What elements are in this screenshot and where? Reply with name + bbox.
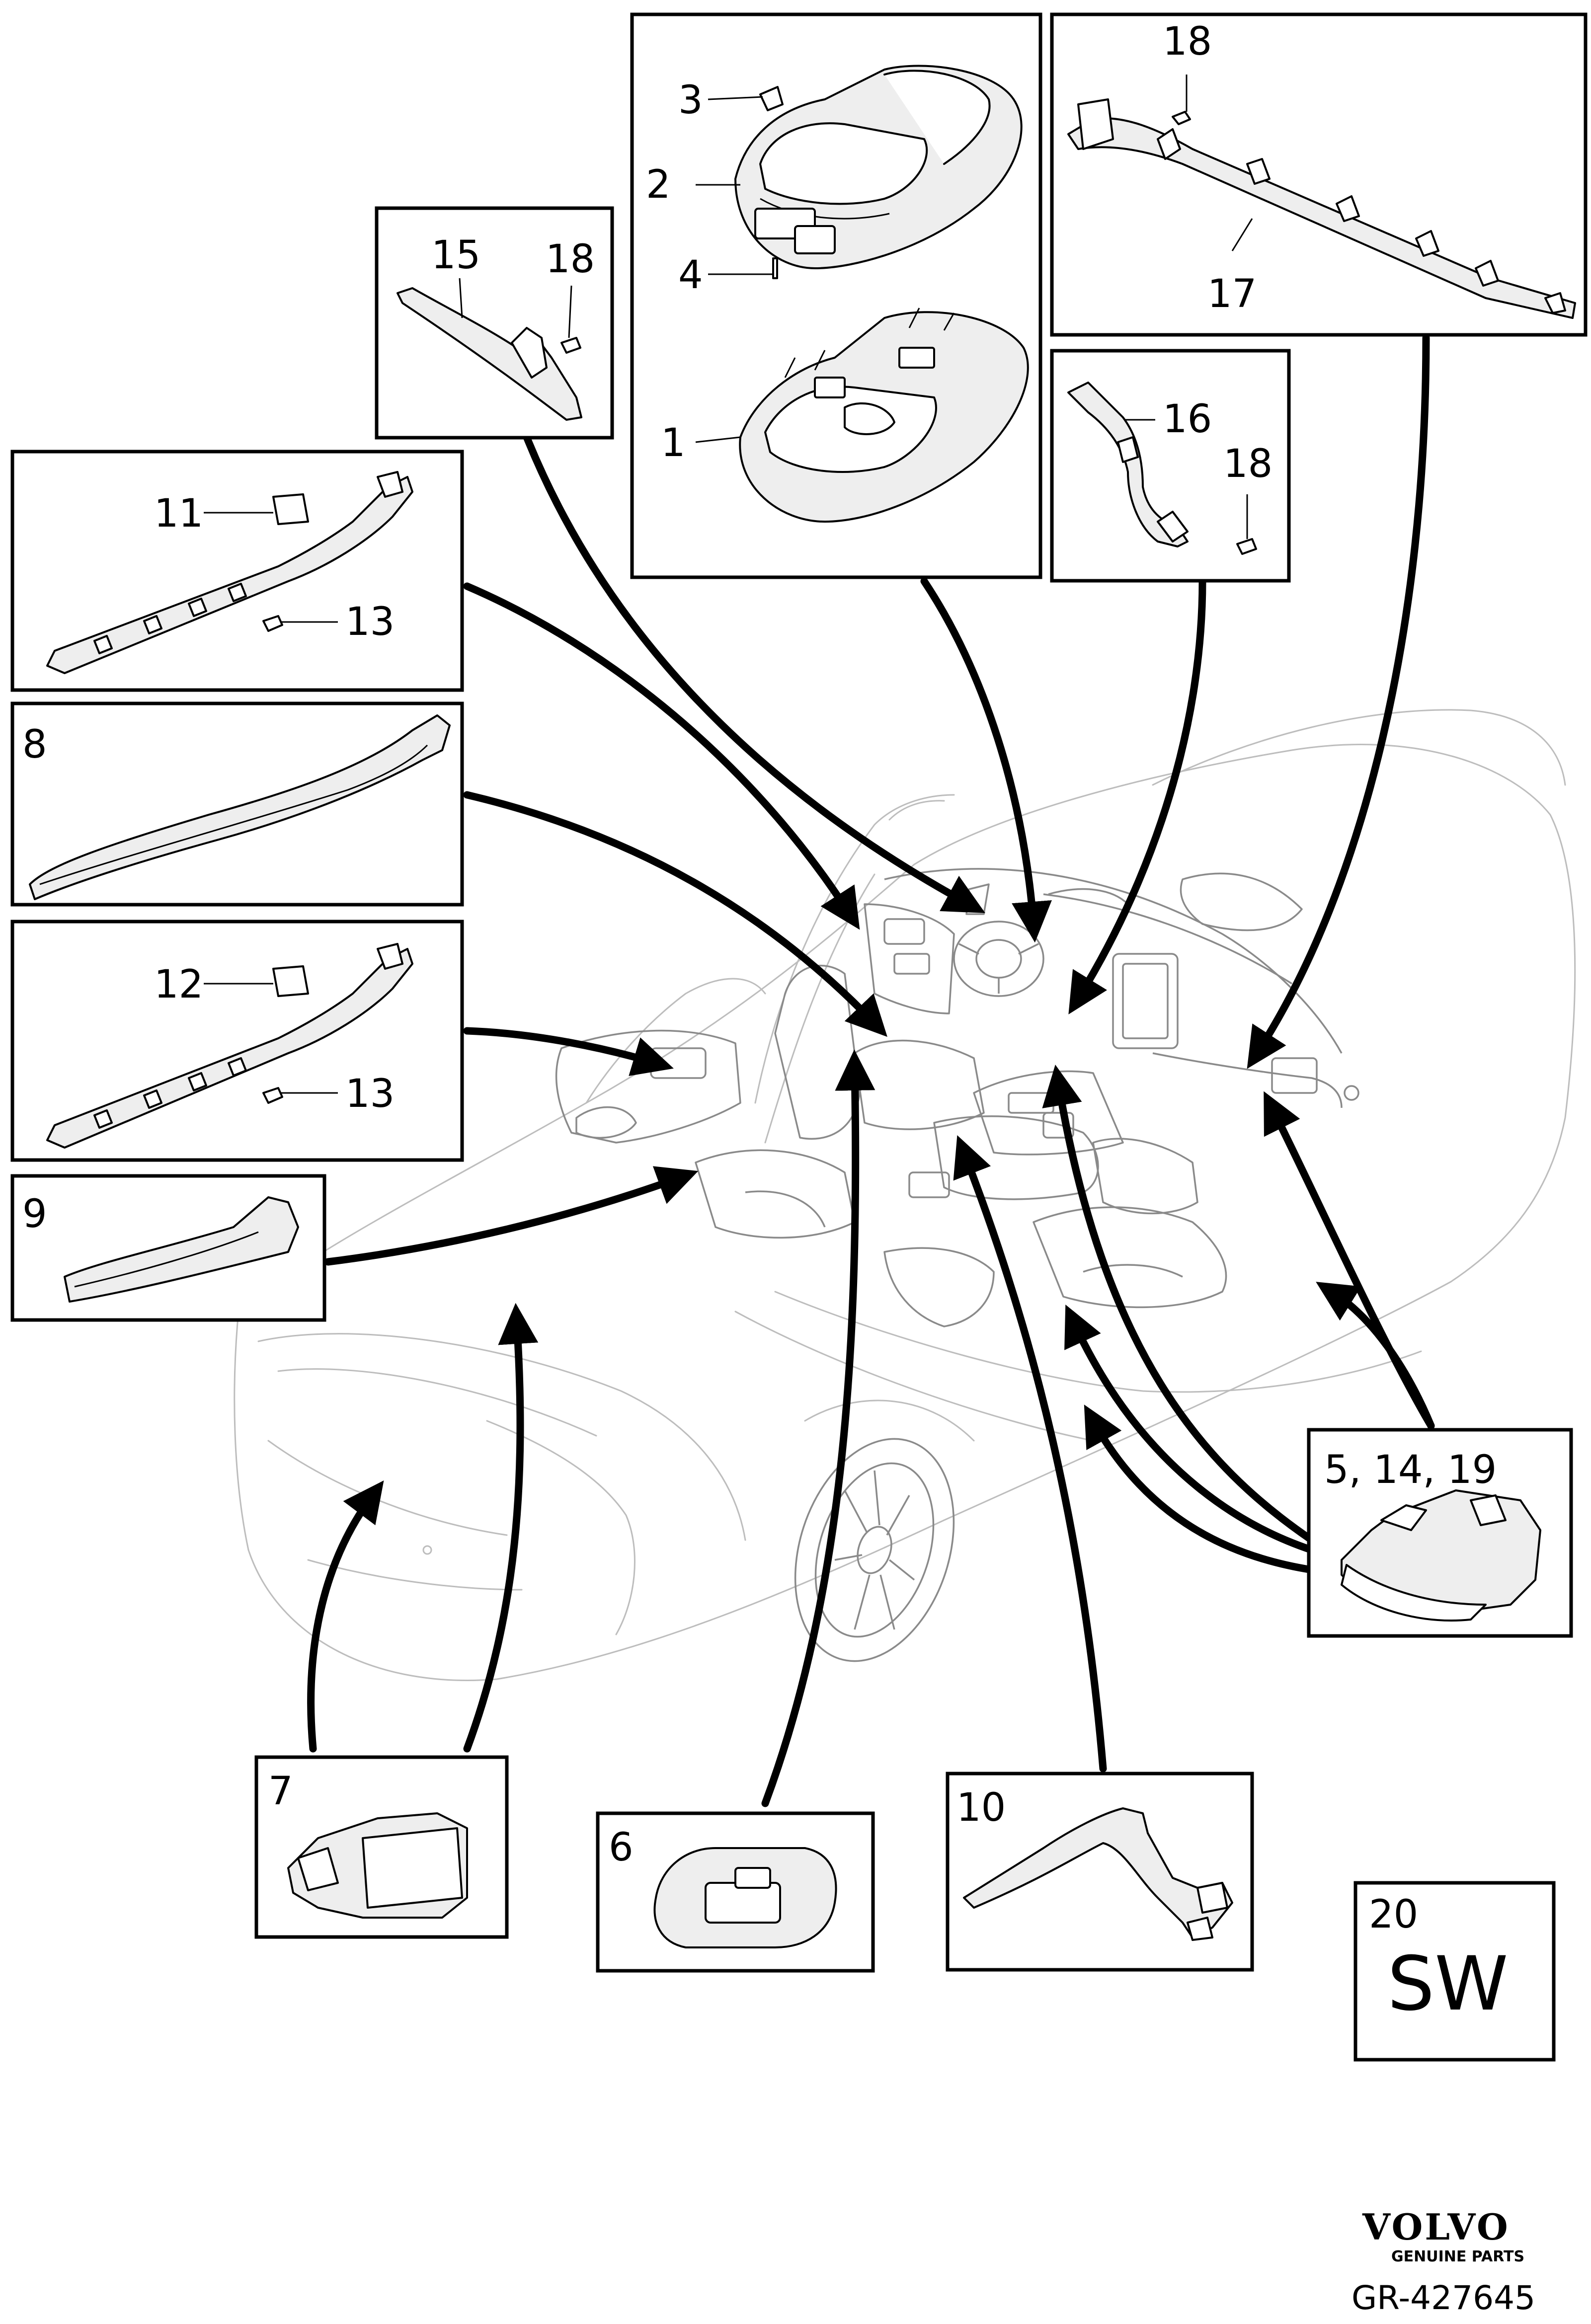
callout-9: 9 xyxy=(22,1192,47,1237)
box-light-strip-17: 18 17 xyxy=(1050,12,1588,337)
arrow-1-overhead xyxy=(920,577,1052,943)
part-10-light-strip xyxy=(963,1807,1233,1938)
part-17-light-strip xyxy=(1067,117,1576,319)
arrow-12 xyxy=(463,1027,674,1076)
part-15-light-strip xyxy=(397,287,582,421)
box-light-strip-12: 12 13 xyxy=(10,920,464,1162)
part-4-screw xyxy=(772,257,778,279)
arrow-10 xyxy=(953,1135,1107,1773)
volvo-branding: VOLVO GENUINE PARTS GR-427645 xyxy=(1352,2206,1535,2317)
callout-17: 17 xyxy=(1207,272,1257,316)
callout-5-14-19: 5, 14, 19 xyxy=(1324,1448,1497,1492)
arrow-5-b xyxy=(1316,1282,1435,1430)
callout-12: 12 xyxy=(154,962,203,1007)
callout-4: 4 xyxy=(678,253,703,298)
arrow-7b xyxy=(463,1303,539,1753)
callout-18-b: 18 xyxy=(546,237,595,282)
box-lamp-6: 6 xyxy=(596,1811,875,1973)
callout-6: 6 xyxy=(609,1825,634,1870)
box-light-strip-16: 16 18 xyxy=(1050,349,1291,583)
callout-11: 11 xyxy=(154,491,203,536)
diagram-reference: GR-427645 xyxy=(1352,2279,1535,2317)
part-18-screw-c xyxy=(1236,538,1257,555)
box-lamp-7: 7 xyxy=(254,1755,509,1939)
brand-name: VOLVO xyxy=(1362,2206,1510,2248)
arrow-8 xyxy=(463,791,887,1037)
arrow-5-c xyxy=(1042,1065,1316,1544)
part-11-light-strip xyxy=(46,476,413,674)
brand-tagline: GENUINE PARTS xyxy=(1391,2248,1524,2265)
software-label: SW xyxy=(1387,1941,1509,2027)
box-light-strip-15: 15 18 xyxy=(375,206,614,440)
callout-10: 10 xyxy=(956,1785,1006,1830)
callout-16: 16 xyxy=(1163,397,1212,442)
part-18-screw-b xyxy=(560,337,581,354)
callout-7: 7 xyxy=(268,1769,293,1814)
callout-18-a: 18 xyxy=(1163,19,1212,64)
arrow-11 xyxy=(463,582,860,930)
part-3-clip xyxy=(759,86,784,111)
callout-18-c: 18 xyxy=(1223,442,1273,486)
callout-2: 2 xyxy=(646,162,671,207)
arrow-5-e xyxy=(1084,1404,1316,1574)
callout-13-a: 13 xyxy=(345,600,395,644)
callout-arrows xyxy=(307,334,1435,1807)
callout-15: 15 xyxy=(431,233,480,278)
part-18-screw-a xyxy=(1172,111,1191,125)
part-8-ambient-strip xyxy=(29,714,451,900)
arrow-6 xyxy=(761,1049,875,1807)
box-light-strip-11: 11 13 xyxy=(10,450,464,692)
callout-1: 1 xyxy=(661,421,686,465)
arrow-9 xyxy=(324,1166,699,1266)
callout-20: 20 xyxy=(1369,1892,1418,1937)
box-ambient-strip-9: 9 xyxy=(10,1174,326,1322)
arrow-7a xyxy=(307,1480,384,1753)
box-module-5-14-19: 5, 14, 19 xyxy=(1307,1428,1573,1638)
box-overhead-console: 3 2 4 1 xyxy=(630,12,1042,579)
arrow-17 xyxy=(1247,334,1430,1069)
box-ambient-strip-8: 8 xyxy=(10,701,464,907)
arrow-15 xyxy=(523,433,985,913)
part-13-screw-b xyxy=(262,1087,283,1104)
box-software-20: 20 SW xyxy=(1353,1881,1556,2062)
callout-8: 8 xyxy=(22,722,47,767)
callout-3: 3 xyxy=(678,78,703,123)
part-13-screw-a xyxy=(262,615,283,632)
arrow-5-d xyxy=(1064,1304,1316,1554)
part-12-light-strip xyxy=(46,948,413,1149)
callout-13-b: 13 xyxy=(345,1072,395,1116)
arrow-16 xyxy=(1068,577,1206,1014)
box-light-strip-10: 10 xyxy=(946,1772,1254,1972)
